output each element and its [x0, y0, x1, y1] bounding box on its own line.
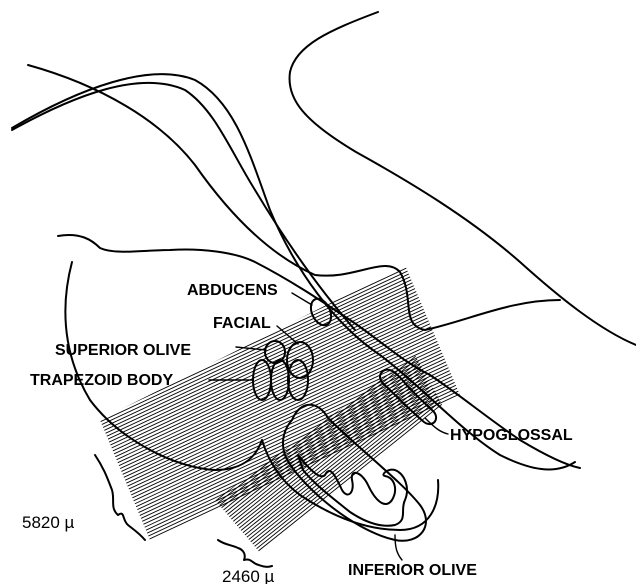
ventricle-roof-line [12, 83, 355, 330]
dorsal-contour [28, 65, 560, 330]
fiber-line [118, 339, 578, 554]
measurement-narrow-band: 2460 µ [222, 567, 275, 584]
measurement-braces [95, 455, 272, 567]
fiber-line [214, 300, 514, 540]
fiber-line [64, 224, 524, 439]
measurement-wide-band: 5820 µ [22, 513, 75, 532]
label-trapezoid-body: TRAPEZOID BODY [30, 372, 173, 389]
fiber-line [100, 301, 560, 516]
fiber-line [61, 218, 521, 433]
inferior-olive-leader [395, 535, 402, 560]
fiber-line [99, 299, 559, 514]
fiber-line [95, 290, 555, 505]
label-hypoglossal: HYPOGLOSSAL [450, 427, 573, 444]
trapezoid-body-right [288, 360, 308, 400]
label-facial: FACIAL [213, 315, 271, 332]
fiber-line [102, 304, 562, 519]
brace-narrow [218, 540, 272, 567]
upper-contour [290, 12, 636, 345]
abducens-leader [292, 293, 312, 305]
structure-labels: ABDUCENS FACIAL SUPERIOR OLIVE TRAPEZOID… [22, 282, 573, 584]
label-abducens: ABDUCENS [187, 282, 278, 299]
fiber-line [98, 296, 558, 511]
ventricle-floor-line [12, 74, 575, 469]
fiber-line [63, 221, 523, 436]
label-inferior-olive: INFERIOR OLIVE [348, 562, 477, 579]
fiber-line [92, 284, 552, 499]
fiber-line [94, 287, 554, 502]
label-superior-olive: SUPERIOR OLIVE [55, 342, 191, 359]
section-outlines [12, 12, 636, 541]
trapezoid-body-left [253, 360, 271, 400]
fiber-line [216, 303, 516, 543]
fiber-line [218, 305, 518, 545]
